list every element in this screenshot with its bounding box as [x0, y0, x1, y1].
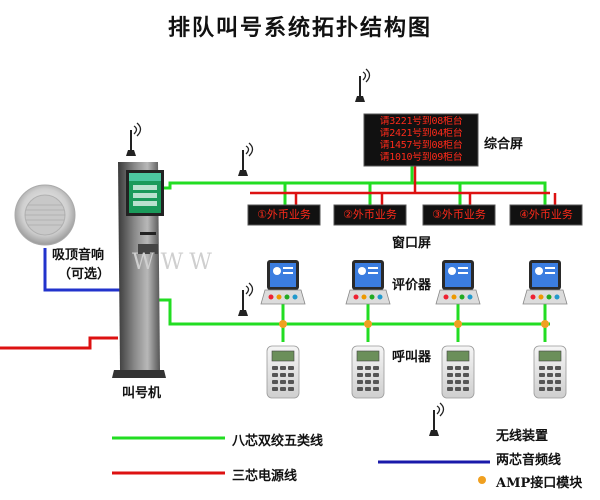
combined-screen-label: 综合屏	[484, 137, 524, 152]
legend-label-wireless: 无线装置	[496, 429, 549, 444]
window-screen-text: ②外币业务	[343, 208, 397, 221]
wireless-antenna-icon	[237, 282, 254, 317]
wireless-antenna-icon	[237, 142, 254, 177]
evaluator-icon	[260, 259, 306, 305]
diagram-title: 排队叫号系统拓扑结构图	[167, 16, 432, 41]
kiosk-antenna-icon	[125, 122, 142, 157]
caller-icon	[533, 345, 567, 399]
display-line: 请1457号到08柜台	[379, 140, 463, 151]
watermark: WWW	[132, 250, 218, 275]
display-line: 请2421号到04柜台	[379, 128, 463, 139]
kiosk-label: 叫号机	[122, 386, 162, 401]
amp-modules	[279, 320, 549, 328]
caller-label: 呼叫器	[392, 350, 432, 365]
window-screens	[247, 204, 583, 226]
ceiling-speaker	[14, 184, 76, 246]
speaker-optional-label: （可选）	[58, 267, 111, 282]
evaluator-icon	[522, 259, 568, 305]
legend-antenna-icon	[428, 402, 445, 437]
evaluator-icon	[435, 259, 481, 305]
display-line: 请3221号到08柜台	[379, 116, 463, 127]
window-screen-text: ③外币业务	[432, 208, 486, 221]
caller-icon	[351, 345, 385, 399]
window-screen-text: ④外币业务	[519, 208, 573, 221]
power-cable	[0, 336, 118, 350]
queue-kiosk	[112, 122, 166, 378]
window-screen-label: 窗口屏	[392, 236, 432, 251]
legend-label-power: 三芯电源线	[232, 469, 298, 484]
evaluator-label: 评价器	[392, 278, 432, 293]
audio-cable	[43, 248, 126, 292]
legend-label-audio: 两芯音频线	[496, 453, 562, 468]
screen-antenna-icon	[354, 68, 371, 103]
caller-icon	[266, 345, 300, 399]
speaker-label: 吸顶音响	[52, 248, 105, 263]
display-line: 请1010号到09柜台	[379, 152, 463, 163]
window-screen-text: ①外币业务	[257, 208, 311, 221]
power-cable-top	[250, 166, 557, 208]
evaluator-icon	[345, 259, 391, 305]
combined-screen	[354, 68, 479, 167]
caller-icon	[441, 345, 475, 399]
network-cable-top	[158, 166, 547, 208]
legend-label-network: 八芯双绞五类线	[232, 434, 324, 449]
legend	[112, 402, 490, 484]
network-cable-bottom	[158, 298, 550, 342]
legend-swatch-amp	[478, 476, 486, 484]
legend-label-amp: AMP接口模块	[496, 476, 583, 491]
